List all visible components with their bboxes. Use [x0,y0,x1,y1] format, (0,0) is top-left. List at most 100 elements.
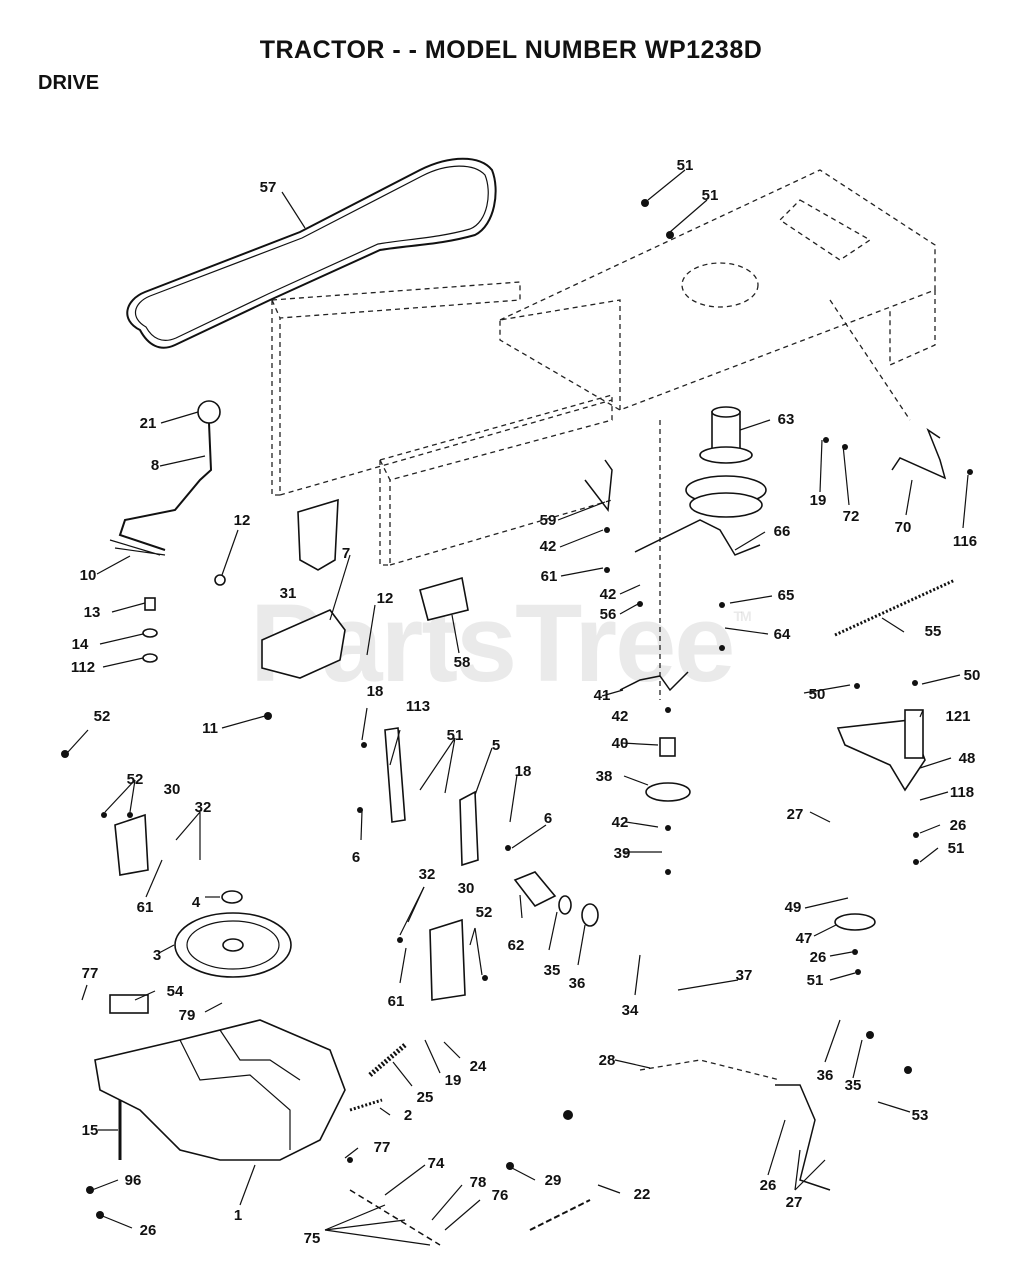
callout-42: 42 [540,538,557,555]
idler-arm [634,519,761,556]
callout-78: 78 [470,1174,487,1191]
callout-76: 76 [492,1187,509,1204]
callout-42: 42 [612,708,629,725]
shift-knob [197,400,221,424]
callout-30: 30 [164,781,181,798]
rod-59 [584,459,613,512]
callout-12: 12 [377,590,394,607]
key-4 [221,890,243,904]
rod-22 [529,1199,591,1231]
rod-41 [619,671,689,692]
callout-30: 30 [458,880,475,897]
bracket-30-right [429,918,466,1001]
callout-3: 3 [153,947,161,964]
bolt-13 [144,597,156,611]
callout-6: 6 [544,810,552,827]
tractor-frame [271,169,936,700]
spacer-121 [904,709,924,759]
callout-77: 77 [82,965,99,982]
spacer-62 [513,871,557,908]
arm-26-27 [775,1084,831,1191]
callout-36: 36 [817,1067,834,1084]
callout-113: 113 [406,698,430,715]
callout-118: 118 [950,784,974,801]
section-heading: DRIVE [38,72,100,94]
callout-12: 12 [234,512,251,529]
shaft-28 [639,1059,781,1081]
shift-bracket [297,498,339,571]
callout-49: 49 [785,899,802,916]
callout-74: 74 [428,1155,445,1172]
callout-26: 26 [140,1222,157,1239]
callout-61: 61 [137,899,154,916]
pulley-63 [685,406,767,518]
callout-77: 77 [374,1139,391,1156]
callout-32: 32 [419,866,436,883]
callout-48: 48 [959,750,976,767]
callout-26: 26 [760,1177,777,1194]
spacer-40 [659,737,676,757]
callout-36: 36 [569,975,586,992]
callout-47: 47 [796,930,813,947]
callout-54: 54 [167,983,184,1000]
callout-37: 37 [736,967,753,984]
callout-56: 56 [600,606,617,623]
callout-66: 66 [774,523,791,540]
callout-10: 10 [80,567,97,584]
washer-14 [142,628,158,638]
callout-1: 1 [234,1207,242,1224]
callout-59: 59 [540,512,557,529]
callout-51: 51 [702,187,719,204]
page-title: TRACTOR - - MODEL NUMBER WP1238D [259,36,763,64]
callout-52: 52 [127,771,144,788]
callout-112: 112 [71,659,95,676]
callout-35: 35 [845,1077,862,1094]
callout-2: 2 [404,1107,412,1124]
callout-51: 51 [677,157,694,174]
callout-11: 11 [202,720,218,737]
callout-7: 7 [342,545,350,562]
callout-40: 40 [612,735,629,752]
callout-13: 13 [84,604,101,621]
callout-70: 70 [895,519,912,536]
callout-42: 42 [600,586,617,603]
callout-18: 18 [515,763,532,780]
callout-19: 19 [810,492,827,509]
callout-27: 27 [786,1194,803,1211]
transaxle [94,994,346,1161]
callout-72: 72 [843,508,860,525]
bracket-58 [419,576,469,621]
callout-28: 28 [599,1052,616,1069]
callout-22: 22 [634,1186,651,1203]
callout-8: 8 [151,457,159,474]
callout-50: 50 [809,686,826,703]
callout-6: 6 [352,849,360,866]
drive-belt [126,157,497,349]
callout-61: 61 [541,568,558,585]
callout-64: 64 [774,626,791,643]
callout-116: 116 [953,533,977,550]
callout-51: 51 [807,972,824,989]
callout-25: 25 [417,1089,434,1106]
callout-42: 42 [612,814,629,831]
bracket-5 [459,790,479,867]
callout-51: 51 [948,840,965,857]
callout-38: 38 [596,768,613,785]
callout-79: 79 [179,1007,196,1024]
callout-96: 96 [125,1172,142,1189]
callout-65: 65 [778,587,795,604]
bracket-30-left [114,813,149,876]
callout-26: 26 [950,817,967,834]
callout-5: 5 [492,737,500,754]
callout-27: 27 [787,806,804,823]
shift-plate [261,609,346,679]
callout-53: 53 [912,1107,929,1124]
callout-62: 62 [508,937,525,954]
callout-19: 19 [445,1072,462,1089]
idler-pulley-47 [834,913,876,931]
callout-52: 52 [476,904,493,921]
callout-61: 61 [388,993,405,1010]
